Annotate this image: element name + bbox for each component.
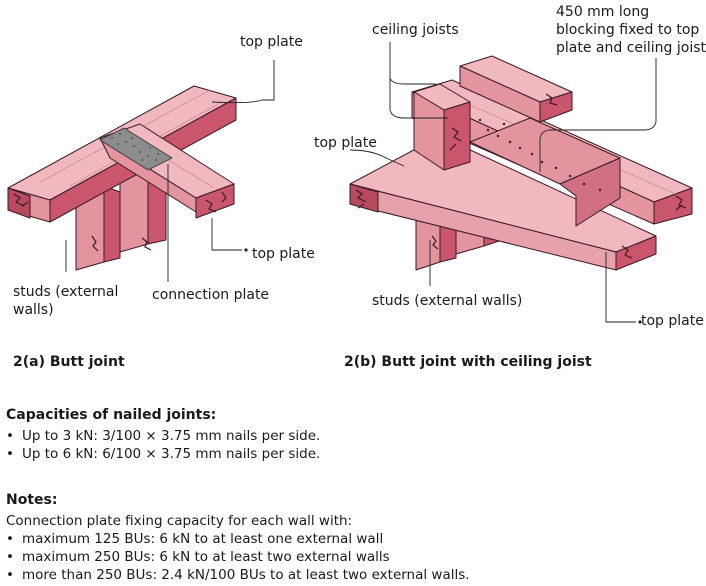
capacity-item: Up to 6 kN: 6/100 × 3.75 mm nails per si…	[6, 445, 320, 463]
label-ceiling-joists: ceiling joists	[372, 22, 459, 38]
caption-2a: 2(a) Butt joint	[13, 354, 125, 370]
capacities-title: Capacities of nailed joints:	[6, 407, 217, 423]
blocking-piece	[469, 117, 621, 227]
caption-2b: 2(b) Butt joint with ceiling joist	[344, 354, 592, 370]
label-top-plate-right: top plate	[252, 246, 315, 262]
leader-top-plate-right	[211, 218, 242, 251]
notes-list: maximum 125 BUs: 6 kN to at least one ex…	[6, 530, 470, 584]
capacities-list: Up to 3 kN: 3/100 × 3.75 mm nails per si…	[6, 427, 320, 463]
label-top-plate-left: top plate	[314, 135, 377, 151]
note-item: maximum 250 BUs: 6 kN to at least two ex…	[6, 548, 470, 566]
leader-ceiling-joist-2	[389, 78, 448, 119]
connection-plate	[99, 127, 173, 171]
label-studs-line1: studs (external	[13, 284, 119, 300]
joist-end-upright	[413, 83, 471, 171]
label-studs-b: studs (external walls)	[372, 293, 523, 309]
label-studs-line2: walls)	[13, 302, 54, 318]
leader-top-plate-left	[349, 149, 405, 167]
butt-joint-diagram	[7, 60, 275, 282]
label-blocking-line3: plate and ceiling joist	[556, 40, 706, 56]
label-connection-plate: connection plate	[152, 287, 270, 303]
note-item: more than 250 BUs: 2.4 kN/100 BUs to at …	[6, 566, 470, 584]
label-top-plate-bottom: top plate	[641, 313, 704, 329]
butt-joint-ceiling-joist-diagram	[349, 42, 693, 324]
stud-left	[75, 185, 121, 271]
leader-ceiling-joist-1	[389, 42, 436, 85]
leader-blocking	[539, 58, 657, 172]
notes-title: Notes:	[6, 492, 58, 508]
label-blocking-line1: 450 mm long	[556, 4, 650, 20]
label-top-plate-upper: top plate	[240, 34, 303, 50]
note-item: maximum 125 BUs: 6 kN to at least one ex…	[6, 530, 470, 548]
notes-intro: Connection plate fixing capacity for eac…	[6, 513, 353, 529]
leader-top-plate-upper	[211, 60, 275, 104]
label-blocking-line2: blocking fixed to top	[556, 22, 700, 38]
joint-diagrams: .tt { fill: #f2b8bf; stroke: #3a1a22; st…	[7, 42, 693, 324]
capacity-item: Up to 3 kN: 3/100 × 3.75 mm nails per si…	[6, 427, 320, 445]
ceiling-joist-back	[459, 55, 573, 123]
leader-top-plate-bottom	[605, 252, 636, 323]
